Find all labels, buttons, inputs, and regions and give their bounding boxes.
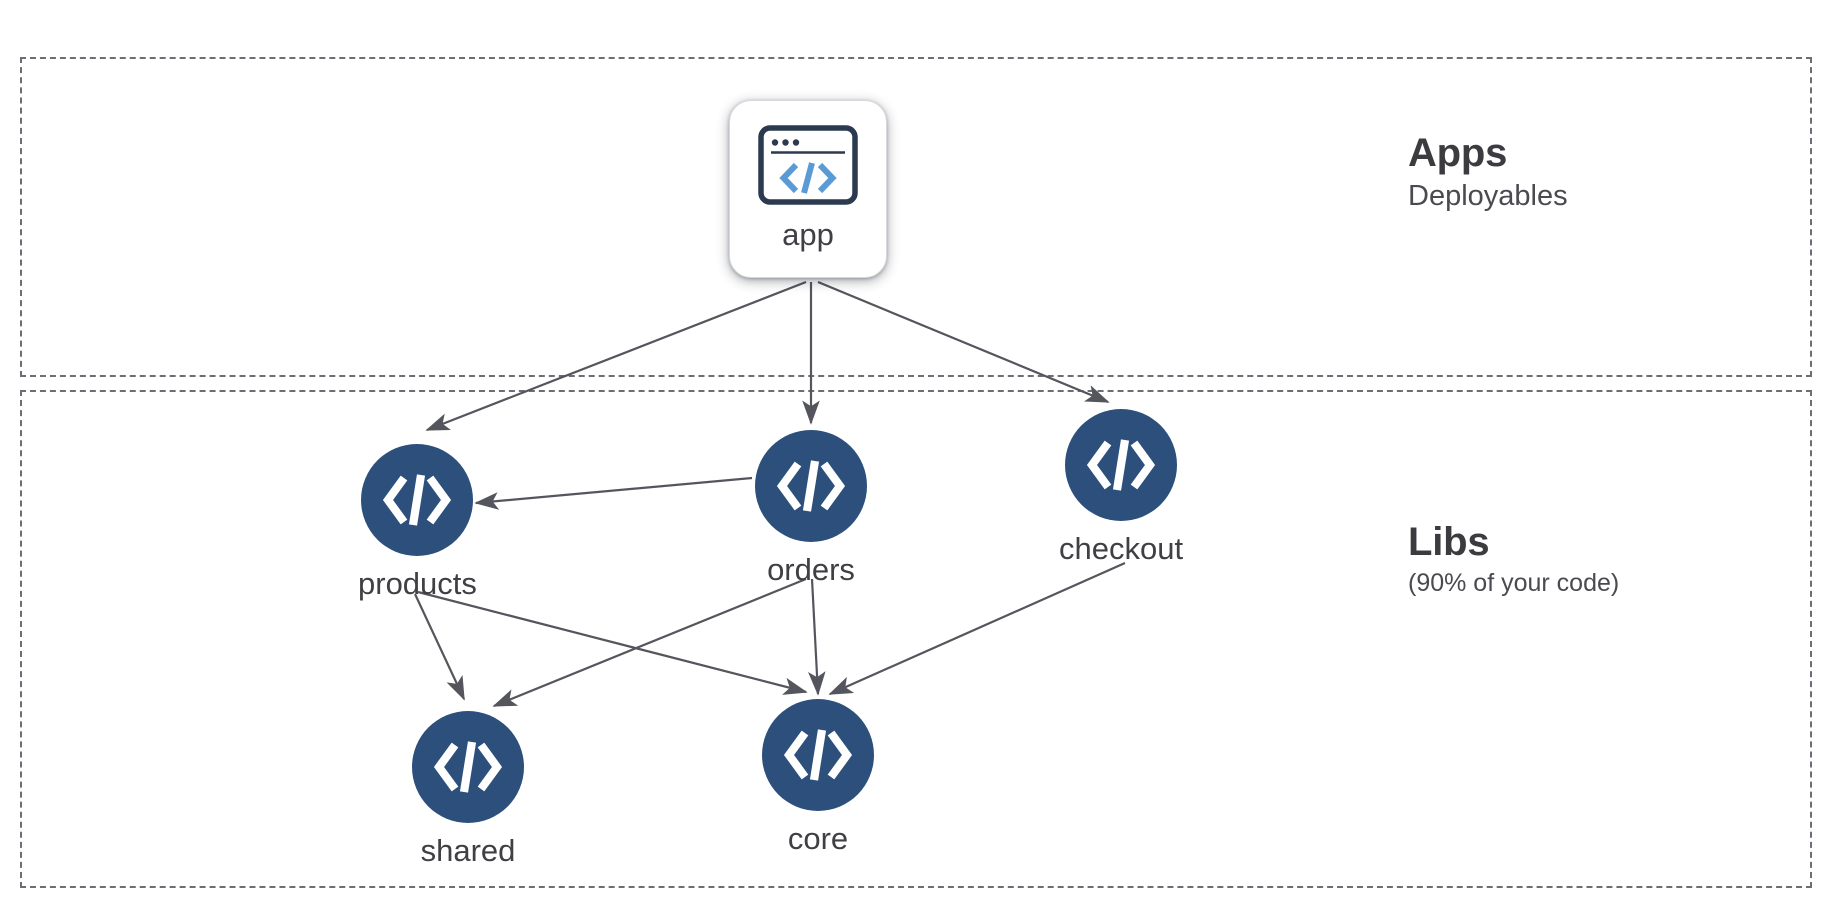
code-window-icon xyxy=(758,125,858,210)
zone-apps xyxy=(20,57,1812,377)
node-products-label: products xyxy=(358,566,477,601)
code-brackets-icon xyxy=(1065,409,1178,521)
code-brackets-icon xyxy=(755,430,867,542)
zone-apps-title: Apps xyxy=(1408,131,1508,175)
zone-libs-subtitle: (90% of your code) xyxy=(1408,569,1620,597)
zone-libs-caption: Libs (90% of your code) xyxy=(1408,521,1619,598)
node-products[interactable]: products xyxy=(358,444,477,599)
zone-apps-subtitle: Deployables xyxy=(1408,180,1568,212)
code-brackets-icon xyxy=(361,444,474,556)
node-shared[interactable]: shared xyxy=(412,711,524,866)
zone-apps-caption: Apps Deployables xyxy=(1408,132,1568,213)
node-orders[interactable]: orders xyxy=(755,430,867,585)
node-app-label: app xyxy=(782,217,834,252)
zone-libs xyxy=(20,390,1812,888)
node-app[interactable]: app xyxy=(729,100,887,278)
zone-libs-title: Libs xyxy=(1408,520,1490,564)
node-checkout-label: checkout xyxy=(1059,531,1184,566)
node-core[interactable]: core xyxy=(762,699,874,854)
node-shared-label: shared xyxy=(420,833,516,868)
node-orders-label: orders xyxy=(767,552,855,587)
code-brackets-icon xyxy=(412,711,524,823)
code-brackets-icon xyxy=(762,699,874,811)
node-core-label: core xyxy=(787,821,849,856)
node-checkout[interactable]: checkout xyxy=(1059,409,1183,564)
